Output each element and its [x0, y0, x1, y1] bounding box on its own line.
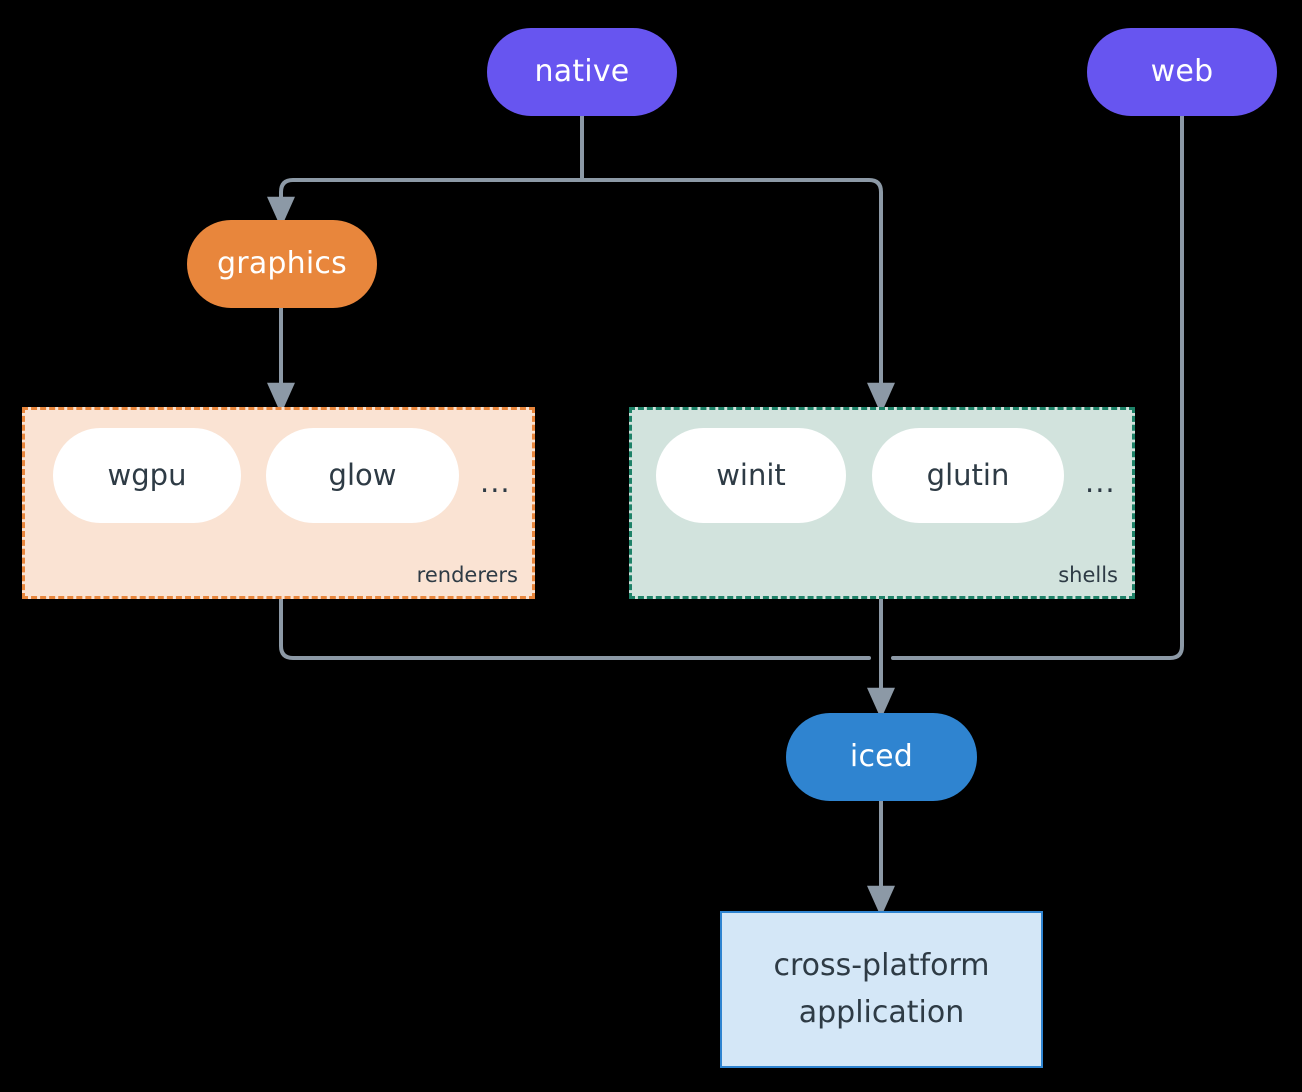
- chip-glow-label: glow: [328, 458, 397, 492]
- group-renderers-label: renderers: [416, 563, 518, 587]
- chip-winit-label: winit: [716, 458, 786, 492]
- edge-renderers-to-iced: [279, 597, 871, 660]
- group-shells-label: shells: [1058, 563, 1118, 587]
- node-web[interactable]: web: [1087, 28, 1277, 116]
- edge-web-to-iced: [891, 114, 1184, 660]
- node-iced[interactable]: iced: [786, 713, 977, 801]
- chip-winit[interactable]: winit: [656, 428, 846, 523]
- group-shells[interactable]: winit glutin ... shells: [629, 407, 1135, 599]
- node-graphics[interactable]: graphics: [187, 220, 377, 308]
- node-iced-label: iced: [849, 739, 914, 774]
- edge-bus-left: [267, 178, 584, 229]
- application-label-line1: cross-platform: [773, 948, 990, 983]
- shells-more-ellipsis: ...: [1085, 465, 1116, 499]
- node-cross-platform-application[interactable]: cross-platform application: [720, 911, 1043, 1068]
- node-web-label: web: [1150, 54, 1214, 89]
- group-renderers[interactable]: wgpu glow ... renderers: [22, 407, 535, 599]
- chip-glow[interactable]: glow: [266, 428, 459, 523]
- renderers-more-ellipsis: ...: [480, 465, 511, 499]
- node-graphics-label: graphics: [217, 246, 347, 281]
- edge-native-to-shells: [580, 178, 895, 415]
- node-native-label: native: [534, 54, 630, 89]
- chip-glutin-label: glutin: [926, 458, 1010, 492]
- chip-wgpu[interactable]: wgpu: [53, 428, 241, 523]
- chip-wgpu-label: wgpu: [107, 458, 187, 492]
- application-label-line2: application: [798, 994, 965, 1030]
- node-native[interactable]: native: [487, 28, 677, 116]
- chip-glutin[interactable]: glutin: [872, 428, 1064, 523]
